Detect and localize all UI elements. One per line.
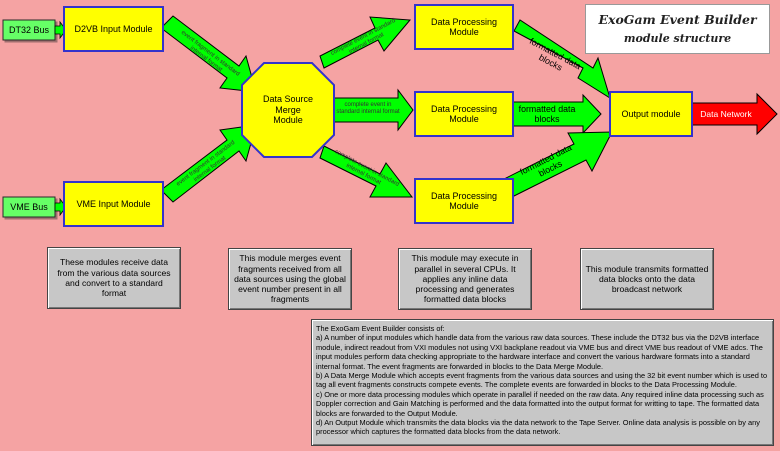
proc2-formatted-text: formatted data blocks: [518, 104, 576, 124]
proc1-to-output-arrow: [513, 19, 611, 100]
merge-to-proc2-arrow: [333, 88, 414, 132]
d2vb-to-merge-arrow: [160, 15, 257, 93]
summary-item-d: d) An Output Module which transmits the …: [316, 418, 760, 437]
merge-module-label: Data Source Merge Module: [262, 94, 314, 126]
processing-module-3: Data Processing Module: [414, 178, 514, 224]
summary-item-b: b) A Data Merge Module which accepts eve…: [316, 371, 768, 390]
dt32-bus-label: DT32 Bus: [8, 24, 50, 35]
summary-item-a: a) A number of input modules which handl…: [316, 333, 763, 371]
diagram-subtitle: module structure: [623, 32, 732, 45]
proc3-to-output-arrow: [501, 131, 613, 197]
proc2-arrow-text: complete event in standard internal form…: [336, 102, 400, 115]
processing-module-description: This module may execute in parallel in s…: [398, 248, 532, 310]
merge-to-proc3-arrow: [319, 145, 414, 198]
diagram-title-box: ExoGam Event Builder module structure: [585, 4, 770, 54]
input-modules-description: These modules receive data from the vari…: [47, 247, 181, 309]
summary-panel: The ExoGam Event Builder consists of: a)…: [311, 319, 774, 446]
output-module: Output module: [609, 91, 693, 137]
merge-module-shape: [241, 62, 335, 158]
merge-module-description: This module merges event fragments recei…: [228, 248, 352, 310]
data-network-label: Data Network: [700, 108, 752, 119]
output-module-description: This module transmits formatted data blo…: [580, 248, 714, 310]
summary-intro: The ExoGam Event Builder consists of:: [316, 324, 445, 333]
merge-to-proc1-arrow: [319, 16, 412, 69]
processing-module-2: Data Processing Module: [414, 91, 514, 137]
summary-item-c: c) One or more data processing modules w…: [316, 389, 764, 418]
vme-input-module: VME Input Module: [63, 181, 164, 227]
diagram-title: ExoGam Event Builder: [598, 12, 757, 27]
output-to-network-arrow: [690, 92, 778, 136]
proc2-to-output-arrow: [510, 93, 602, 135]
vme-bus-label: VME Bus: [10, 201, 48, 212]
processing-module-1: Data Processing Module: [414, 4, 514, 50]
d2vb-input-module: D2VB Input Module: [63, 6, 164, 52]
